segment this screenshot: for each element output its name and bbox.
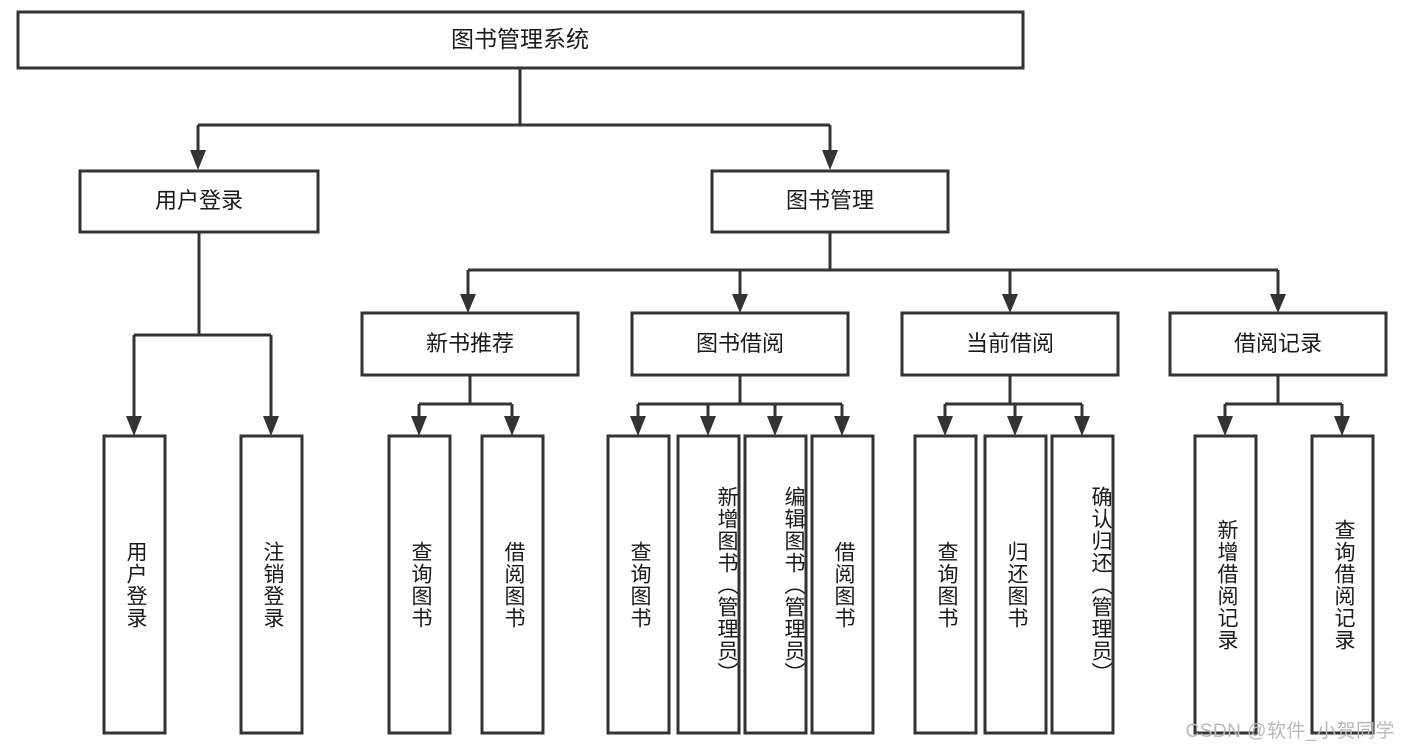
- arrow-head-current-borrow: [1002, 294, 1018, 313]
- leaf-edit-book-box[interactable]: [743, 434, 808, 735]
- node-book-manage-label: 图书管理: [786, 188, 874, 213]
- connector-user-login-to-leaves: [126, 232, 279, 436]
- node-root[interactable]: 图书管理系统: [16, 10, 1025, 70]
- arrow-head-leaf-query-record: [1334, 416, 1350, 436]
- arrow-head-book-borrow: [732, 294, 748, 313]
- arrow-head-leaf-borrow-book-2: [834, 416, 850, 436]
- connector-borrow-record-to-leaves: [1217, 375, 1350, 436]
- arrow-head-borrow-record: [1270, 294, 1286, 313]
- leaf-confirm-return-box[interactable]: [1050, 434, 1115, 735]
- arrow-head-new-book-recommend: [460, 294, 476, 313]
- leaf-boxes: [102, 434, 1375, 735]
- arrow-head-leaf-add-book: [700, 416, 716, 436]
- node-new-book-recommend[interactable]: 新书推荐: [360, 311, 580, 377]
- leaf-user-logout-box[interactable]: [239, 434, 304, 735]
- node-book-borrow-box[interactable]: [630, 311, 850, 377]
- leaf-return-book-box[interactable]: [983, 434, 1048, 735]
- connector-book-borrow-to-leaves: [630, 375, 850, 436]
- arrow-head-leaf-borrow-book-1: [504, 416, 520, 436]
- node-root-label: 图书管理系统: [451, 26, 589, 52]
- watermark-text: CSDN @软件_小贺同学: [1185, 721, 1395, 742]
- node-new-book-recommend-box[interactable]: [360, 311, 580, 377]
- arrow-head-leaf-user-logout: [263, 416, 279, 436]
- arrow-head-leaf-query-book-1: [411, 416, 427, 436]
- connector-root-to-level2: [190, 68, 838, 170]
- node-new-book-recommend-label: 新书推荐: [426, 331, 514, 356]
- connector-new-book-recommend-to-leaves: [411, 375, 520, 436]
- connector-book-manage-to-level3: [460, 232, 1286, 313]
- arrow-head-leaf-query-book-2: [630, 416, 646, 436]
- arrow-head-leaf-add-record: [1217, 416, 1233, 436]
- arrow-head-leaf-query-book-3: [937, 416, 953, 436]
- node-book-manage-box[interactable]: [710, 169, 950, 234]
- leaf-borrow-book-2-box[interactable]: [810, 434, 875, 735]
- node-current-borrow[interactable]: 当前借阅: [900, 311, 1120, 377]
- node-user-login-label: 用户登录: [155, 188, 243, 213]
- node-book-manage[interactable]: 图书管理: [710, 169, 950, 234]
- arrow-head-leaf-edit-book: [767, 416, 783, 436]
- node-current-borrow-box[interactable]: [900, 311, 1120, 377]
- leaf-borrow-book-1-box[interactable]: [480, 434, 545, 735]
- arrow-head-book-manage: [822, 150, 838, 170]
- leaf-add-record-box[interactable]: [1193, 434, 1258, 735]
- leaf-add-book-box[interactable]: [676, 434, 741, 735]
- node-borrow-record-box[interactable]: [1168, 311, 1388, 377]
- node-user-login[interactable]: 用户登录: [78, 169, 320, 234]
- node-book-borrow[interactable]: 图书借阅: [630, 311, 850, 377]
- node-borrow-record[interactable]: 借阅记录: [1168, 311, 1388, 377]
- leaf-query-book-3-box[interactable]: [913, 434, 978, 735]
- leaf-query-book-2-box[interactable]: [606, 434, 671, 735]
- leaf-user-login-box[interactable]: [102, 434, 167, 735]
- connector-current-borrow-to-leaves: [937, 375, 1090, 436]
- node-book-borrow-label: 图书借阅: [696, 331, 784, 356]
- arrow-head-leaf-return-book: [1007, 416, 1023, 436]
- node-current-borrow-label: 当前借阅: [966, 331, 1054, 356]
- arrow-head-leaf-confirm-return: [1074, 416, 1090, 436]
- node-root-box[interactable]: [16, 10, 1025, 70]
- node-borrow-record-label: 借阅记录: [1234, 331, 1322, 356]
- arrow-head-leaf-user-login: [126, 416, 142, 436]
- leaf-query-record-box[interactable]: [1310, 434, 1375, 735]
- leaf-query-book-1-box[interactable]: [387, 434, 452, 735]
- arrow-head-user-login: [190, 150, 206, 170]
